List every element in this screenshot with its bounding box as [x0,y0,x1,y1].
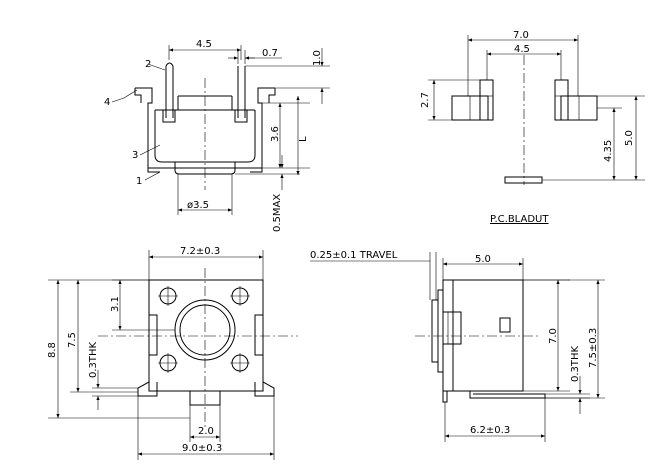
side-thk-dim: 0.3THK [570,345,581,382]
callout-2: 2 [145,59,151,70]
front-mid-dim: 7.5 [67,332,78,348]
pcb-height-dim: 4.35 [603,140,614,162]
pcb-total-dim: 5.0 [624,130,635,146]
pcb-layout: 7.0 4.5 2.7 4.35 5.0 P.C.BLADUT [420,30,645,225]
pcb-title: P.C.BLADUT [490,214,549,225]
front-slot-dim: 2.0 [198,426,214,437]
side-width-dim: 5.0 [475,254,491,265]
top-width-dim: 4.5 [196,39,212,50]
top-view: 2 4 3 1 4.5 0.7 1.0 3.6 L 0.5MAX [104,39,330,232]
callout-3: 3 [132,150,138,161]
front-bottom-dim: 9.0±0.3 [182,443,222,454]
front-top-dim: 7.2±0.3 [180,246,220,257]
side-body-dim: 7.0 [548,328,559,344]
front-view: 7.2±0.3 9.0±0.3 2.0 8.8 7.5 0.3THK 3.1 [47,246,298,460]
top-tip-dim: 1.0 [312,50,323,66]
front-offset-dim: 3.1 [110,296,121,312]
pcb-pad-dim: 2.7 [420,92,431,108]
side-height-dim: 7.5±0.3 [588,328,599,368]
callout-1: 1 [136,176,142,187]
top-height-dim: 3.6 [270,126,281,142]
callout-4: 4 [104,97,110,108]
top-max-dim: 0.5MAX [272,194,283,232]
top-dia-dim: ø3.5 [187,200,209,211]
top-l-dim: L [298,136,309,142]
top-lead-dim: 0.7 [262,48,278,59]
side-view: 0.25±0.1 TRAVEL 5.0 7.0 0.3THK 7.5±0.3 6… [310,250,605,442]
side-bottom-dim: 6.2±0.3 [470,425,510,436]
side-travel-label: 0.25±0.1 TRAVEL [310,250,398,261]
front-thk-dim: 0.3THK [88,341,99,378]
pcb-outer-dim: 7.0 [513,30,529,41]
front-height-dim: 8.8 [47,342,58,358]
pcb-inner-dim: 4.5 [514,44,530,55]
